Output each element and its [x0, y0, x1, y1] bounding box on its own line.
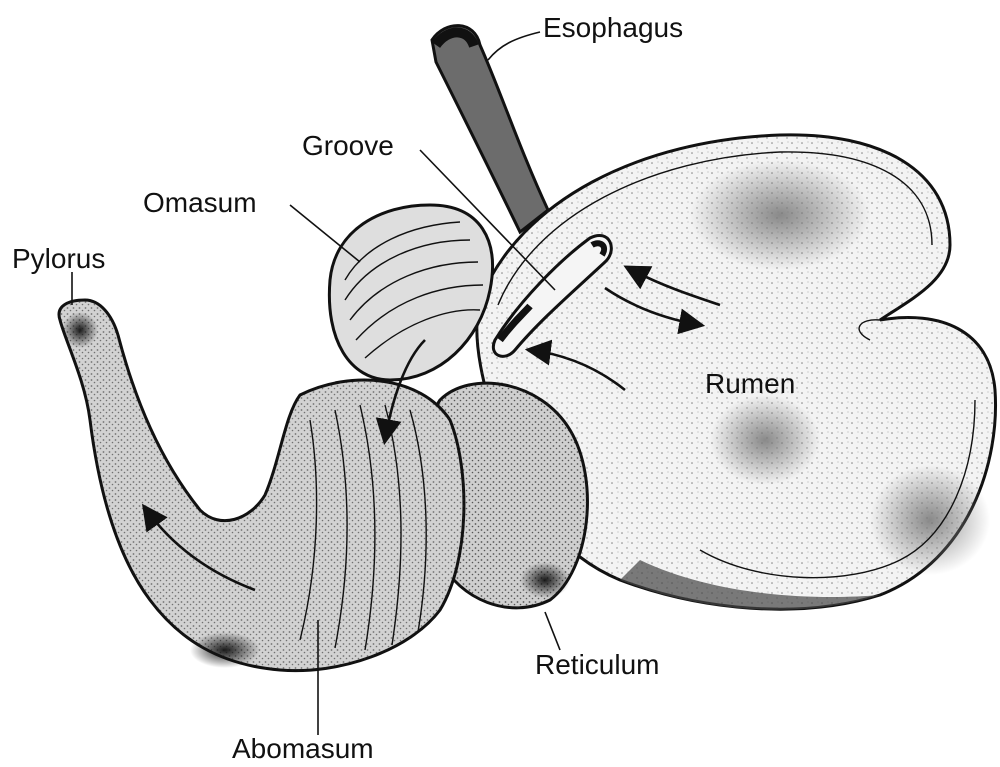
label-omasum: Omasum	[143, 187, 257, 218]
label-groove: Groove	[302, 130, 394, 161]
label-esophagus: Esophagus	[543, 12, 683, 43]
label-pylorus: Pylorus	[12, 243, 105, 274]
label-rumen: Rumen	[705, 368, 795, 399]
label-reticulum: Reticulum	[535, 649, 659, 680]
label-abomasum: Abomasum	[232, 733, 374, 764]
omasum	[329, 205, 492, 380]
